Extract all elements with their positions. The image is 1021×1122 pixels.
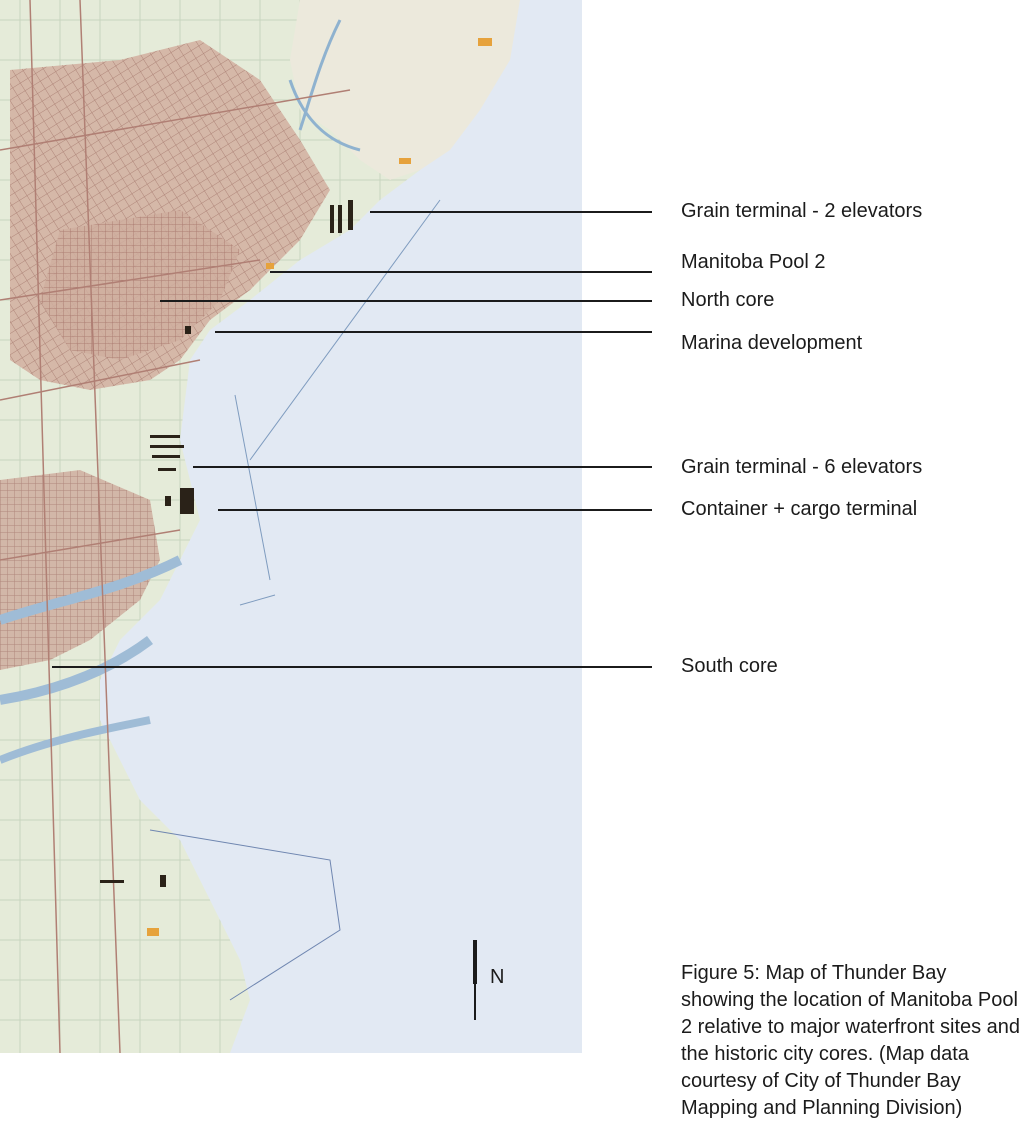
leader-line-marina — [215, 331, 652, 333]
label-grain-terminal-6: Grain terminal - 6 elevators — [681, 456, 923, 478]
label-grain-terminal-2: Grain terminal - 2 elevators — [681, 200, 923, 222]
map-background — [0, 0, 582, 1054]
leader-line-south-core — [52, 666, 652, 668]
south-harbour-lines — [149, 829, 341, 1001]
north-arrow-head — [473, 940, 477, 984]
label-north-core: North core — [681, 289, 775, 311]
urban-south — [0, 470, 160, 670]
leader-line-grain-6 — [193, 466, 652, 468]
leader-line-north-core — [160, 300, 652, 302]
thunder-bay-map — [0, 0, 520, 1054]
label-container-cargo: Container + cargo terminal — [681, 498, 918, 520]
roads — [0, 0, 351, 1054]
northeast-peninsula — [290, 0, 520, 180]
leader-line-container — [218, 509, 652, 511]
river-south-channel — [0, 555, 183, 705]
leader-line-manitoba-pool — [270, 271, 652, 273]
north-label: N — [490, 966, 505, 988]
label-marina-development: Marina development — [681, 332, 863, 354]
urban-north-inner — [40, 210, 240, 360]
figure-caption: Figure 5: Map of Thunder Bay showing the… — [681, 962, 1021, 1119]
label-manitoba-pool-2: Manitoba Pool 2 — [681, 251, 826, 273]
river-mission — [0, 716, 151, 764]
label-south-core: South core — [681, 655, 778, 677]
highlight-sites — [147, 38, 492, 936]
river-north — [288, 19, 361, 152]
leader-line-grain-2 — [370, 211, 652, 213]
breakwater — [234, 199, 441, 606]
elevators — [100, 200, 353, 887]
